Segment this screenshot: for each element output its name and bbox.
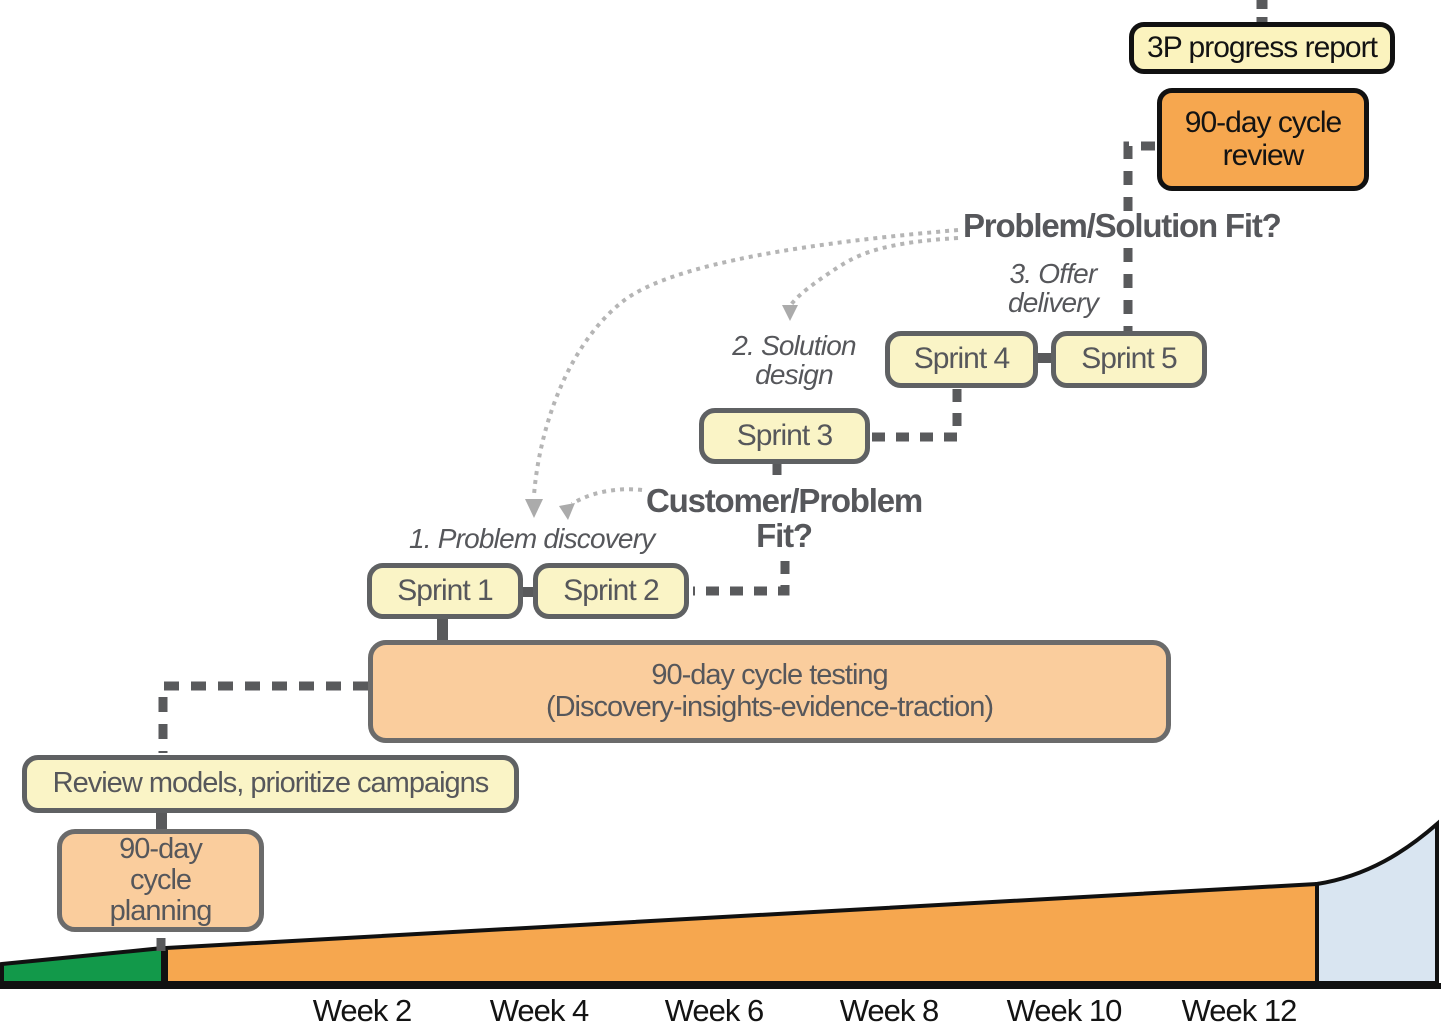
- connector-testing-to-review-models: [158, 681, 368, 753]
- connector-cpfit-to-sprint2: [693, 561, 790, 596]
- sprint-4-box: Sprint 4: [885, 331, 1038, 388]
- review-models-box: Review models, prioritize campaigns: [22, 755, 519, 813]
- week-label-10: Week 10: [1006, 993, 1123, 1028]
- dashed-connectors: [156, 0, 1268, 951]
- curve-psfit-to-phase1: [532, 228, 959, 496]
- week-label-12: Week 12: [1181, 993, 1298, 1028]
- testing-box: 90-day cycle testing (Discovery-insights…: [368, 640, 1171, 743]
- sprint-5-box: Sprint 5: [1051, 331, 1207, 388]
- link-sprint1-sprint2: [521, 587, 534, 597]
- link-sprint4-sprint5: [1038, 353, 1051, 363]
- problem-solution-fit-heading: Problem/Solution Fit?: [963, 207, 1282, 244]
- week-label-4: Week 4: [489, 993, 590, 1028]
- link-sprint1-testing: [437, 615, 448, 642]
- planning-box: 90-day cycle planning: [57, 829, 264, 932]
- sprint-3-box: Sprint 3: [699, 408, 870, 464]
- connector-review-to-fit: [1123, 141, 1155, 211]
- link-reviewmodels-planning: [156, 808, 167, 832]
- dotted-curves: [532, 228, 959, 506]
- phase-1-label: 1. Problem discovery: [409, 523, 655, 554]
- connector-sprint4-to-sprint3: [872, 389, 962, 442]
- curve-psfit-to-phase2: [788, 236, 959, 308]
- curve-cpfit-to-phase1: [570, 487, 643, 506]
- testing-box-line2: (Discovery-insights-evidence-traction): [545, 690, 994, 723]
- arrowhead-phase1-icon: [525, 499, 543, 518]
- cycle-review-box: 90-day cycle review: [1157, 88, 1369, 191]
- phase-3-label: 3. Offer delivery: [1007, 258, 1099, 319]
- ramp-orange-segment: [164, 881, 1319, 985]
- solid-connector-stubs: [156, 353, 1051, 832]
- week-label-2: Week 2: [312, 993, 413, 1028]
- curve-arrowheads: [525, 305, 798, 520]
- sprint-1-box: Sprint 1: [367, 563, 523, 619]
- arrowhead-phase2-icon: [782, 305, 798, 321]
- customer-problem-fit-heading: Customer/Problem Fit?: [645, 482, 923, 554]
- sprint-2-box: Sprint 2: [533, 563, 689, 619]
- testing-box-line1: 90-day cycle testing: [651, 659, 888, 692]
- week-label-6: Week 6: [664, 993, 765, 1028]
- phase-2-label: 2. Solution design: [732, 330, 856, 391]
- ramp-green-segment: [0, 945, 165, 985]
- progress-report-box: 3P progress report: [1129, 22, 1395, 74]
- arrowhead-cpfit-icon: [559, 503, 575, 520]
- week-label-8: Week 8: [839, 993, 940, 1028]
- ramp-blue-segment: [1315, 819, 1439, 985]
